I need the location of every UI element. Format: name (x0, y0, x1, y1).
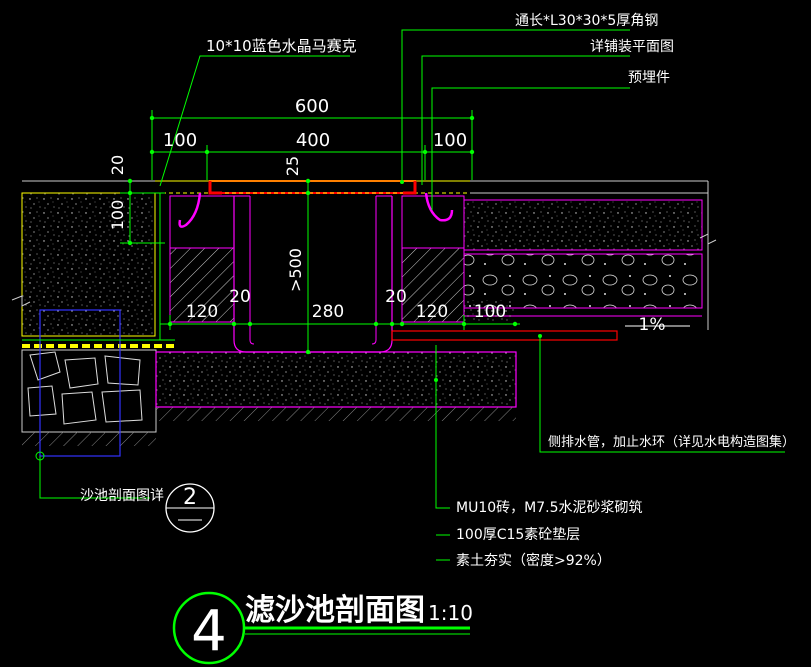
paving-layer-1 (463, 199, 703, 251)
dim-25: 25 (283, 156, 302, 176)
dim-100-right: 100 (433, 130, 467, 151)
sand-pit-outline (39, 309, 121, 457)
side-drain-pipe (391, 330, 618, 341)
callout-angle-steel: 通长*L30*30*5厚角钢 (515, 13, 658, 29)
callout-sand-pit: 沙池剖面图详 (80, 488, 164, 504)
right-brick-wall (401, 247, 465, 323)
dim-280: 280 (312, 302, 344, 322)
slope-label: 1% (639, 315, 666, 335)
title-number: 4 (191, 599, 227, 664)
angle-steel-right (403, 181, 417, 195)
dim-20-left: 20 (229, 287, 251, 307)
dim-20-right: 20 (385, 287, 407, 307)
dim-600: 600 (295, 96, 329, 117)
drawing-scale: 1:10 (428, 601, 473, 625)
concrete-base (155, 351, 517, 408)
drain-channel (233, 196, 393, 353)
dim-120-right: 120 (416, 302, 448, 322)
embedded-hook-left (178, 192, 202, 228)
dim-100-bottom: 100 (474, 302, 506, 322)
drain-grate (209, 180, 416, 194)
callout-drain-pipe: 侧排水管，加止水环（详见水电构造图集） (548, 434, 795, 450)
detail-ref-number: 2 (183, 485, 197, 510)
callout-concrete: 100厚C15素砼垫层 (456, 527, 580, 543)
callout-soil: 素土夯实（密度>92%） (456, 552, 611, 569)
sand-pit-concrete (21, 192, 156, 337)
callout-grate-plan: 详铺装平面图 (590, 39, 674, 55)
stone-foundation (21, 349, 157, 433)
dim-20-top: 20 (108, 155, 127, 175)
callout-embedded: 预埋件 (628, 70, 670, 86)
dim-500: >500 (286, 248, 305, 292)
embedded-hook-right (424, 192, 454, 222)
callout-brick: MU10砖，M7.5水泥砂浆砌筑 (456, 500, 642, 516)
paving-layer-2 (463, 253, 703, 309)
dim-100-side: 100 (108, 200, 127, 231)
dim-400: 400 (296, 130, 330, 151)
drawing-title: 滤沙池剖面图 (245, 593, 425, 628)
dim-100-left: 100 (163, 130, 197, 151)
angle-steel-left (208, 181, 222, 195)
callout-mosaic: 10*10蓝色水晶马赛克 (206, 37, 357, 55)
dim-120-left: 120 (186, 302, 218, 322)
title-number-circle (172, 591, 246, 665)
